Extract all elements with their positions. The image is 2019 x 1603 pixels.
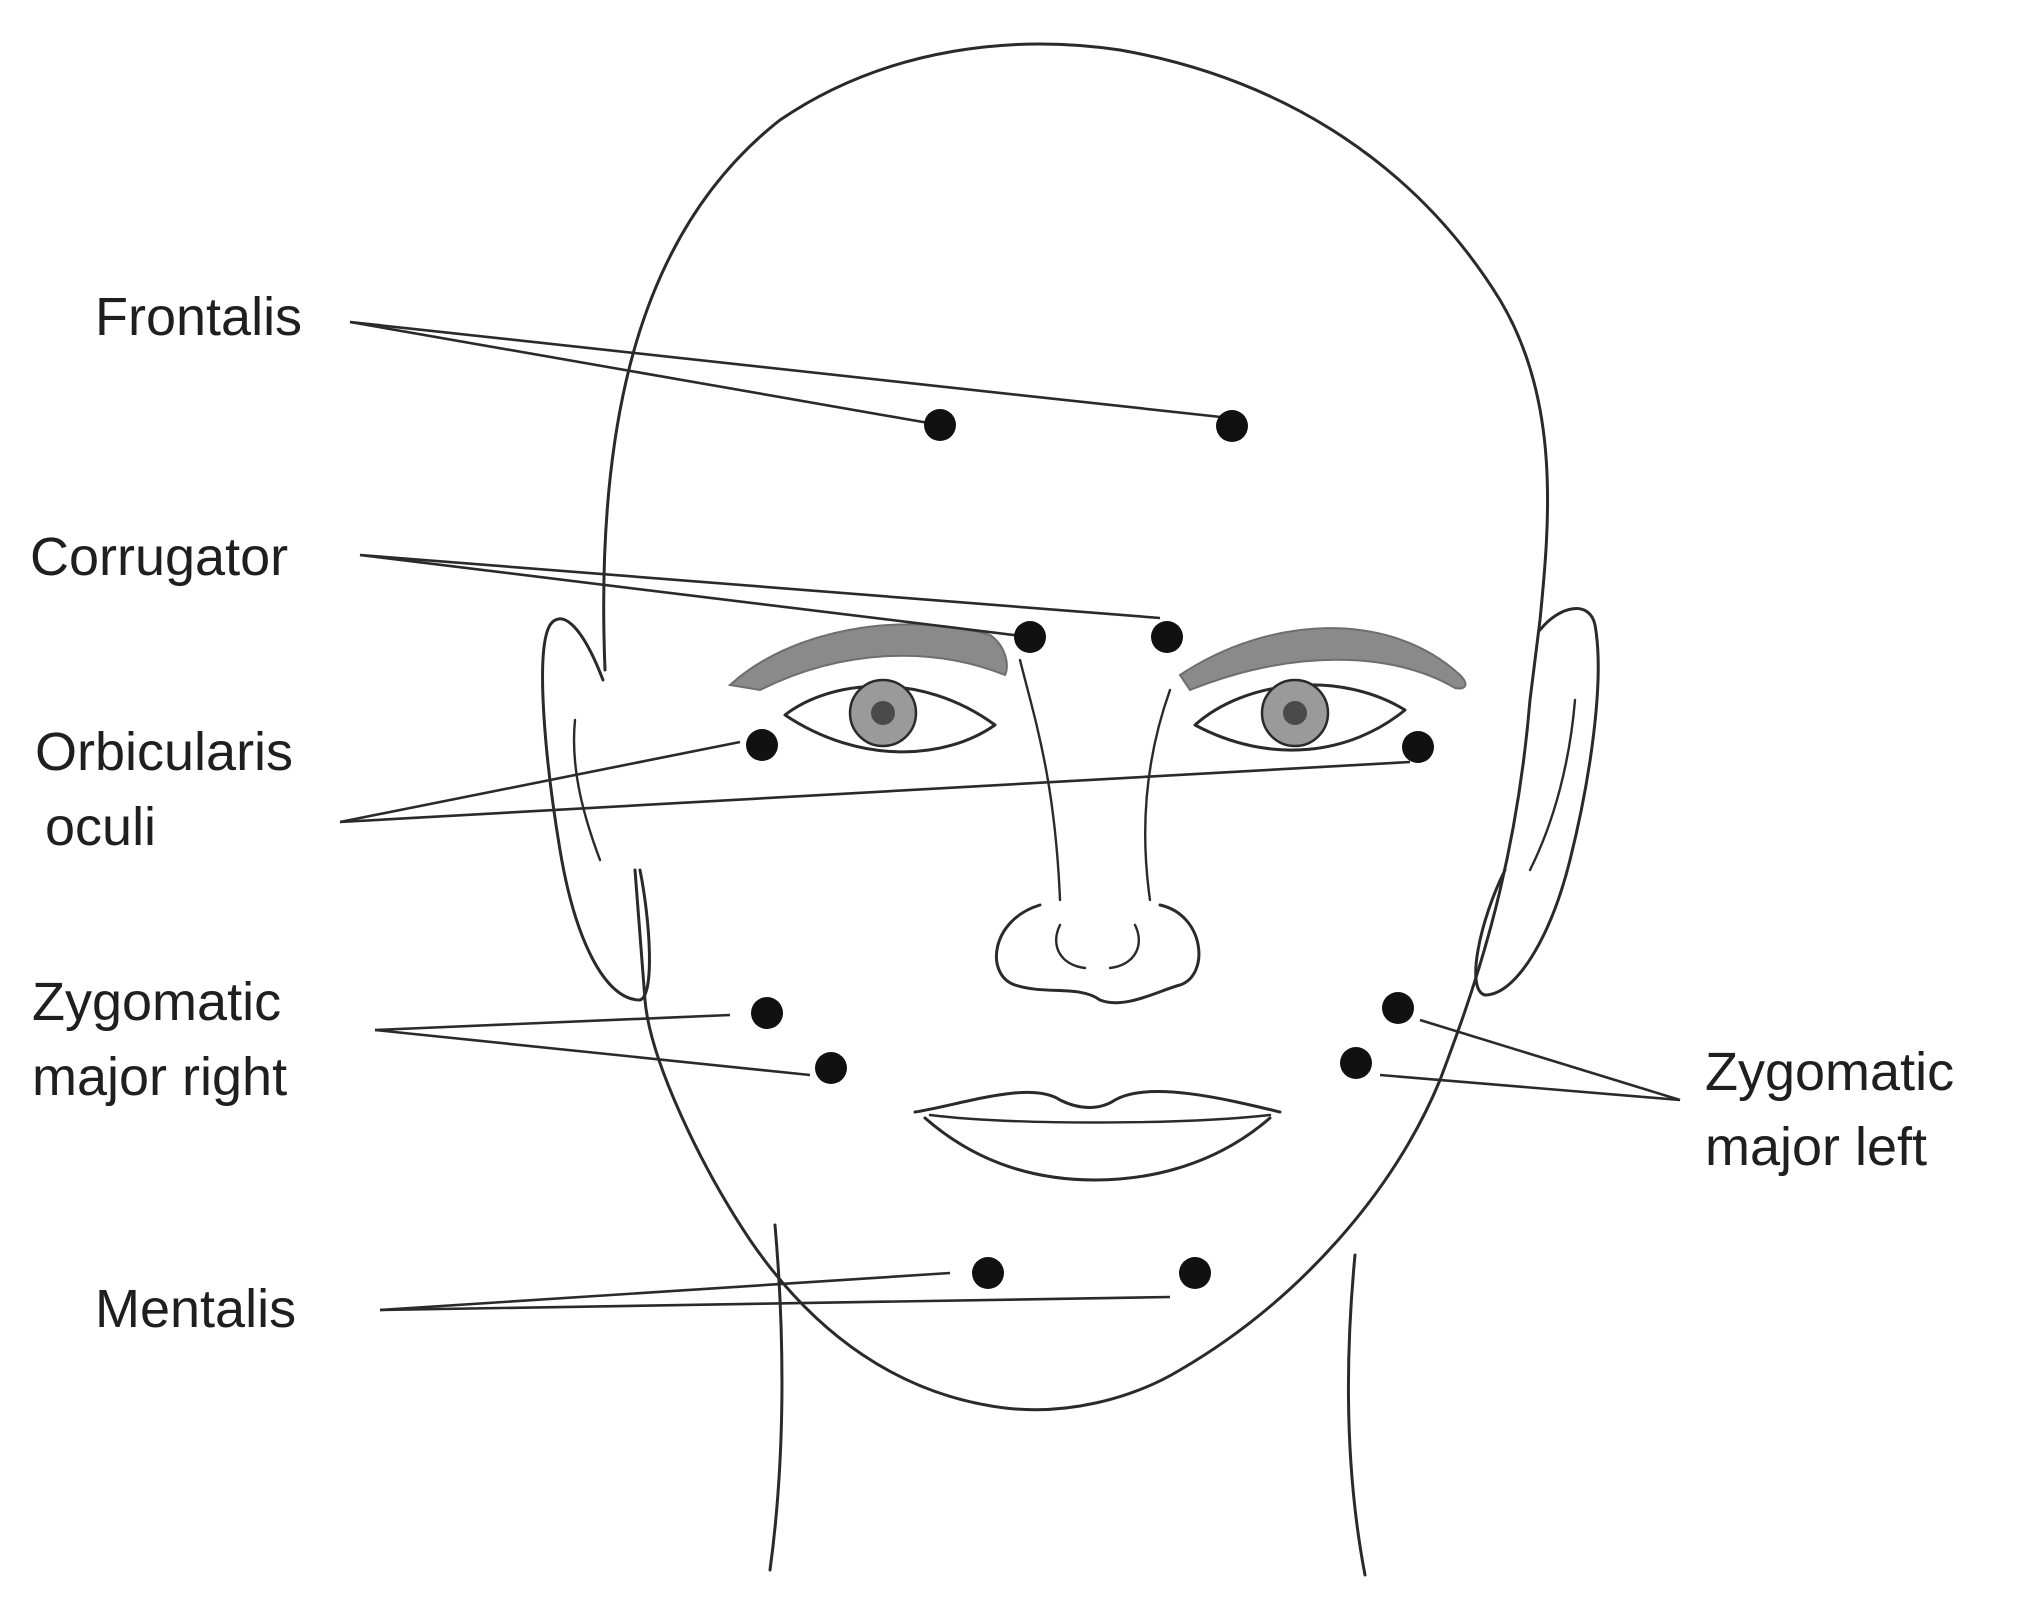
label-orbicularis-line1: Orbicularis (35, 722, 294, 782)
nose-bridge-left (1018, 658, 1062, 902)
right-pupil (1283, 701, 1307, 725)
head-outline (602, 42, 1550, 1412)
left-ear (541, 617, 651, 1002)
leader-zyg-right-b (374, 1028, 811, 1077)
left-pupil (871, 701, 895, 725)
label-mentalis: Mentalis (95, 1279, 297, 1339)
right-eye-outline (1193, 683, 1407, 752)
leader-frontalis-a (349, 320, 941, 427)
leader-zyg-right-a (374, 1013, 731, 1032)
leader-corrugator-a (359, 553, 1031, 639)
left-ear-inner (572, 718, 602, 862)
marker-zyg-left-upper (1382, 992, 1414, 1024)
lip-line (928, 1113, 1272, 1124)
neck-left (768, 1223, 784, 1572)
label-zygomatic-left-line1: Zygomatic (1705, 1042, 1955, 1102)
marker-corrugator-left (1014, 621, 1046, 653)
marker-orbicularis-right (1402, 731, 1434, 763)
marker-zyg-right-upper (751, 997, 783, 1029)
right-ear (1474, 607, 1600, 997)
marker-zyg-right-lower (815, 1052, 847, 1084)
leader-zyg-left-a (1419, 1018, 1681, 1102)
nostril-left (1055, 923, 1087, 970)
label-frontalis: Frontalis (95, 287, 303, 347)
nose-base (994, 903, 1201, 1005)
marker-corrugator-right (1151, 621, 1183, 653)
marker-frontalis-left (924, 409, 956, 441)
label-zygomatic-right-line2: major right (32, 1047, 288, 1107)
upper-lip (913, 1090, 1282, 1114)
neck-right (1346, 1253, 1367, 1577)
leader-orbicularis-a (339, 740, 741, 824)
marker-orbicularis-left (746, 729, 778, 761)
nose-bridge-right (1143, 688, 1172, 902)
lower-lip (923, 1116, 1272, 1182)
left-eye-outline (783, 684, 997, 754)
marker-mentalis-left (972, 1257, 1004, 1289)
nostril-right (1108, 923, 1140, 970)
label-zygomatic-right-line1: Zygomatic (32, 972, 282, 1032)
leader-mentalis-b (379, 1295, 1171, 1312)
right-eyebrow (1178, 627, 1467, 692)
label-orbicularis-line2: oculi (45, 797, 157, 857)
leader-orbicularis-b (339, 760, 1411, 824)
label-zygomatic-left-line2: major left (1705, 1117, 1928, 1177)
left-eyebrow (727, 623, 1008, 692)
right-ear-inner (1528, 698, 1577, 872)
leader-mentalis-a (379, 1271, 951, 1312)
leader-zyg-left-b (1379, 1073, 1681, 1102)
leader-corrugator-b (359, 553, 1161, 620)
label-corrugator: Corrugator (30, 527, 289, 587)
marker-zyg-left-lower (1340, 1047, 1372, 1079)
leader-frontalis-b (349, 320, 1231, 420)
marker-frontalis-right (1216, 410, 1248, 442)
marker-mentalis-right (1179, 1257, 1211, 1289)
